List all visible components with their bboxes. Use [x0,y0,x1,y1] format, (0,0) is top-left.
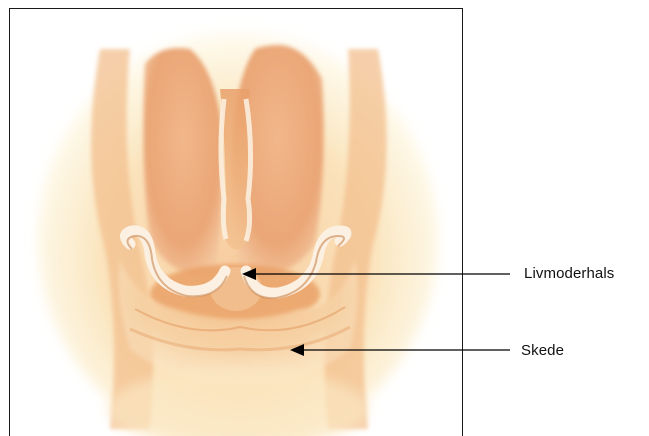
vagina-arrow [290,344,510,356]
label-cervix: Livmoderhals [524,265,614,282]
label-vagina: Skede [521,342,564,359]
cervix-arrow [242,268,510,280]
